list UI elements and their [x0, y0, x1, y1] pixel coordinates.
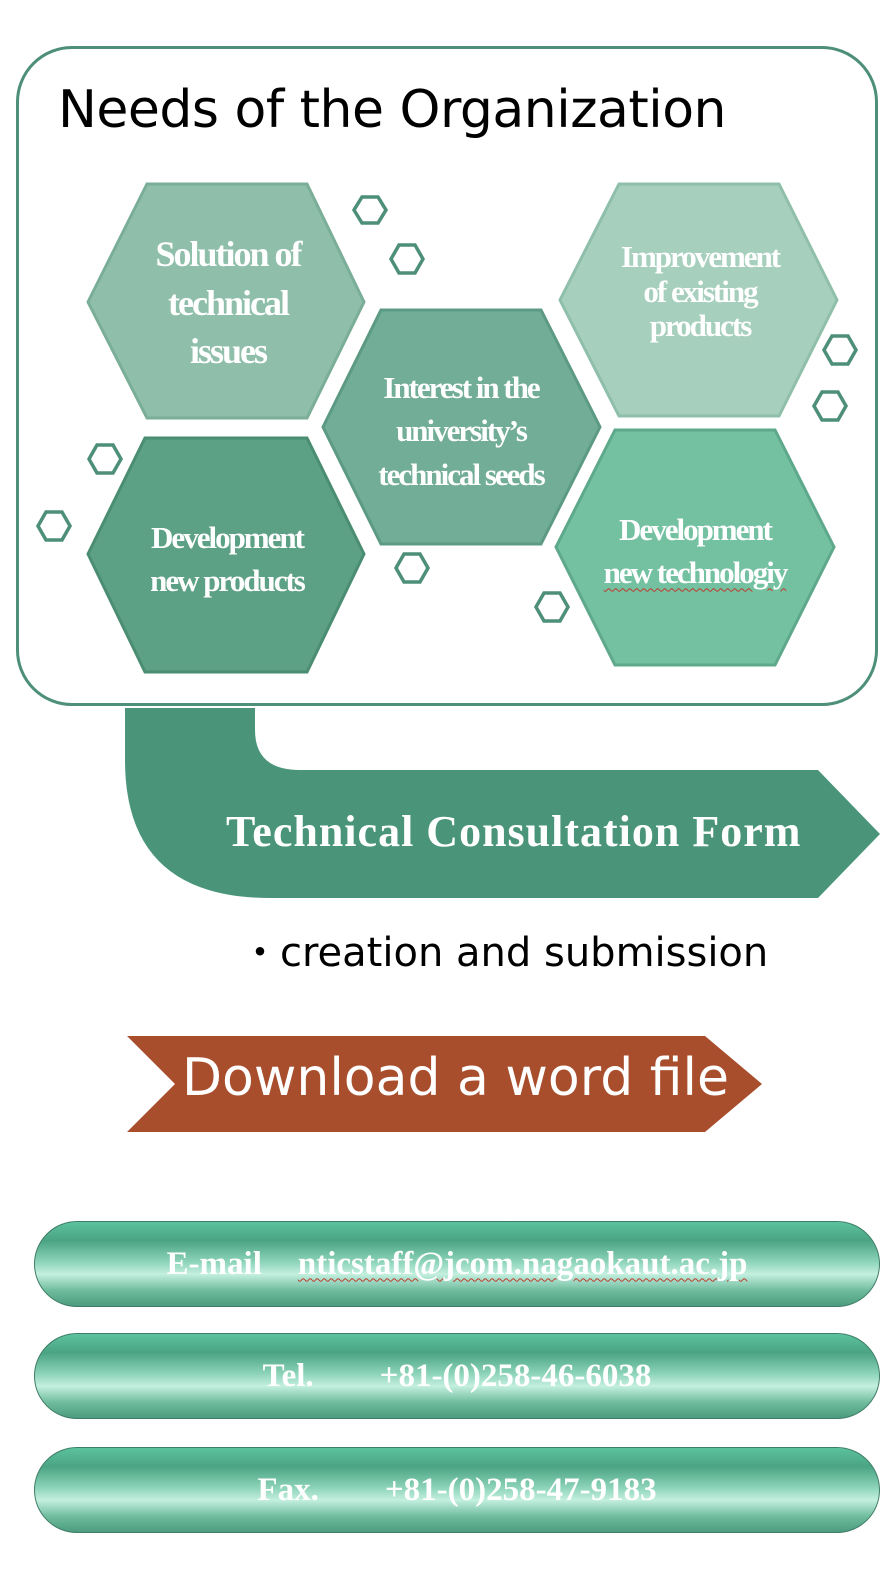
fax-label: Fax.: [257, 1471, 319, 1508]
small-hexagon-icon: [35, 510, 73, 542]
hex-solution: [86, 182, 366, 420]
form-subtitle: ・creation and submission: [240, 930, 769, 976]
small-hexagon-icon: [388, 243, 426, 275]
contact-fax: Fax. +81-(0)258-47-9183: [34, 1447, 880, 1533]
needs-title: Needs of the Organization: [58, 80, 726, 140]
download-label[interactable]: Download a word file: [182, 1048, 729, 1108]
email-value[interactable]: nticstaff@jcom.nagaokaut.ac.jp: [297, 1245, 748, 1282]
download-button[interactable]: [120, 1030, 770, 1140]
small-hexagon-icon: [86, 443, 124, 475]
hex-label-dev-technology: Development new technologiy: [603, 512, 789, 591]
tel-label: Tel.: [262, 1357, 314, 1394]
small-hexagon-icon: [393, 552, 431, 584]
form-arrow: [125, 708, 880, 898]
hex-label-dev-products: Development new products: [150, 520, 306, 599]
hex-label-interest: Interest in the university’s technical s…: [378, 370, 545, 492]
hex-label-solution: Solution of technical issues: [155, 234, 302, 372]
small-hexagon-icon: [533, 591, 571, 623]
download-arrow-shape[interactable]: [127, 1036, 762, 1132]
fax-value[interactable]: +81-(0)258-47-9183: [384, 1471, 657, 1508]
small-hexagon-icon: [821, 334, 859, 366]
contact-tel: Tel. +81-(0)258-46-6038: [34, 1333, 880, 1419]
hex-label-improvement: Improvement of existing products: [620, 239, 781, 344]
hex-interest: [321, 308, 602, 546]
hex-dev-products: [86, 436, 366, 674]
curved-arrow-shape: [125, 708, 880, 898]
hex-improvement: [558, 182, 839, 418]
hexagon-diagram: [35, 182, 859, 674]
form-title: Technical Consultation Form: [226, 807, 802, 856]
tel-value[interactable]: +81-(0)258-46-6038: [379, 1357, 652, 1394]
hex-dev-technology: [554, 428, 836, 667]
small-hexagon-icon: [351, 195, 389, 225]
small-hexagon-icon: [811, 390, 849, 422]
email-label: E-mail: [166, 1245, 262, 1282]
contact-email: E-mail nticstaff@jcom.nagaokaut.ac.jp: [34, 1221, 880, 1307]
